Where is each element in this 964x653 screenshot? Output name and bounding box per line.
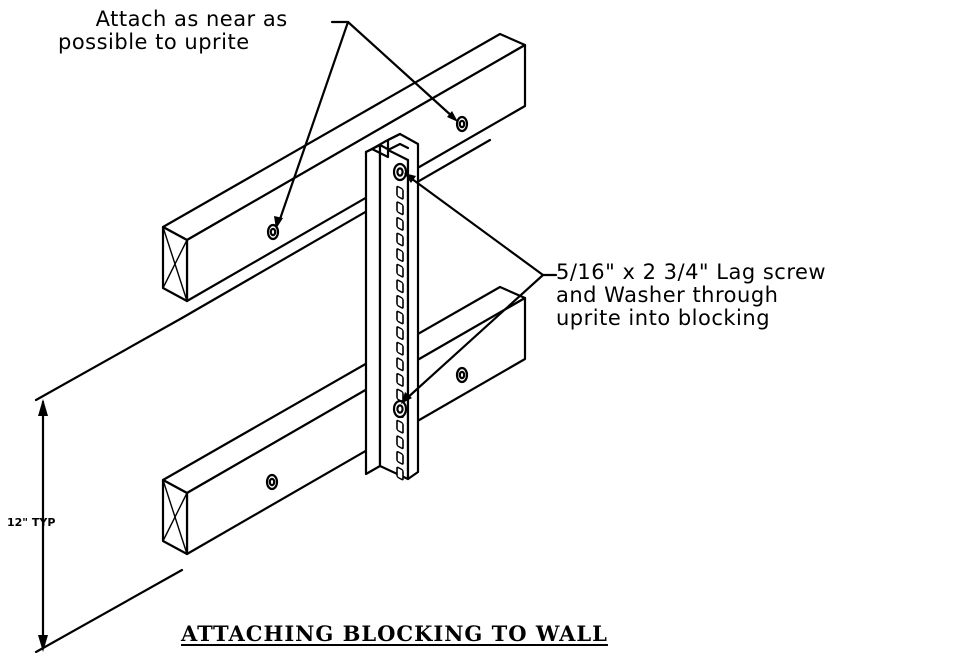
lower-block (161, 285, 527, 556)
uprite-slot (396, 450, 404, 465)
uprite-slot (396, 372, 404, 387)
uprite-slot (396, 357, 404, 372)
uprite-left-face (364, 143, 382, 476)
drawing-title: ATTACHING BLOCKING TO WALL (181, 621, 608, 646)
wall-line-lower (34, 568, 184, 653)
uprite-slots (396, 185, 404, 481)
note-attach-line-2: possible to uprite (58, 30, 250, 54)
uprite-slot (396, 232, 404, 247)
wall-line-mid (34, 316, 184, 402)
note-lag-line-2: and Washer through (556, 283, 779, 307)
lower-block-hole-right (455, 366, 469, 384)
uprite-slot (396, 310, 404, 325)
lower-block-hole-left (265, 473, 279, 491)
dimension-label: 12" TYP (7, 516, 56, 529)
uprite-slot (396, 341, 404, 356)
note-lag-line-3: uprite into blocking (556, 306, 771, 330)
uprite-slot (396, 263, 404, 278)
uprite-slot (396, 248, 404, 262)
leader-lag (401, 173, 558, 404)
uprite-slot (396, 216, 404, 231)
uprite-slot (396, 201, 404, 216)
uprite-slot (396, 279, 404, 294)
uprite-slot (396, 435, 404, 450)
dimension-12-typ (38, 399, 48, 652)
uprite-front-face (386, 132, 420, 481)
upper-block-front-face (185, 43, 527, 303)
leader-attach (274, 20, 458, 229)
upper-block (161, 32, 527, 303)
uprite-slot (396, 185, 404, 200)
lag-screw-lower (392, 399, 408, 419)
note-lag-line-1: 5/16" x 2 3/4" Lag screw (556, 260, 827, 284)
lag-screw-upper (392, 162, 408, 182)
uprite-slot (396, 326, 404, 340)
uprite-slot (396, 466, 404, 481)
note-attach-line-1: Attach as near as (95, 7, 288, 31)
upper-block-hole-right (455, 115, 469, 133)
uprite-slot (396, 294, 404, 309)
uprite-slot (396, 419, 404, 434)
wall-line-upper (180, 138, 492, 320)
uprite-channel (364, 132, 420, 481)
upper-block-hole-left (266, 223, 280, 241)
